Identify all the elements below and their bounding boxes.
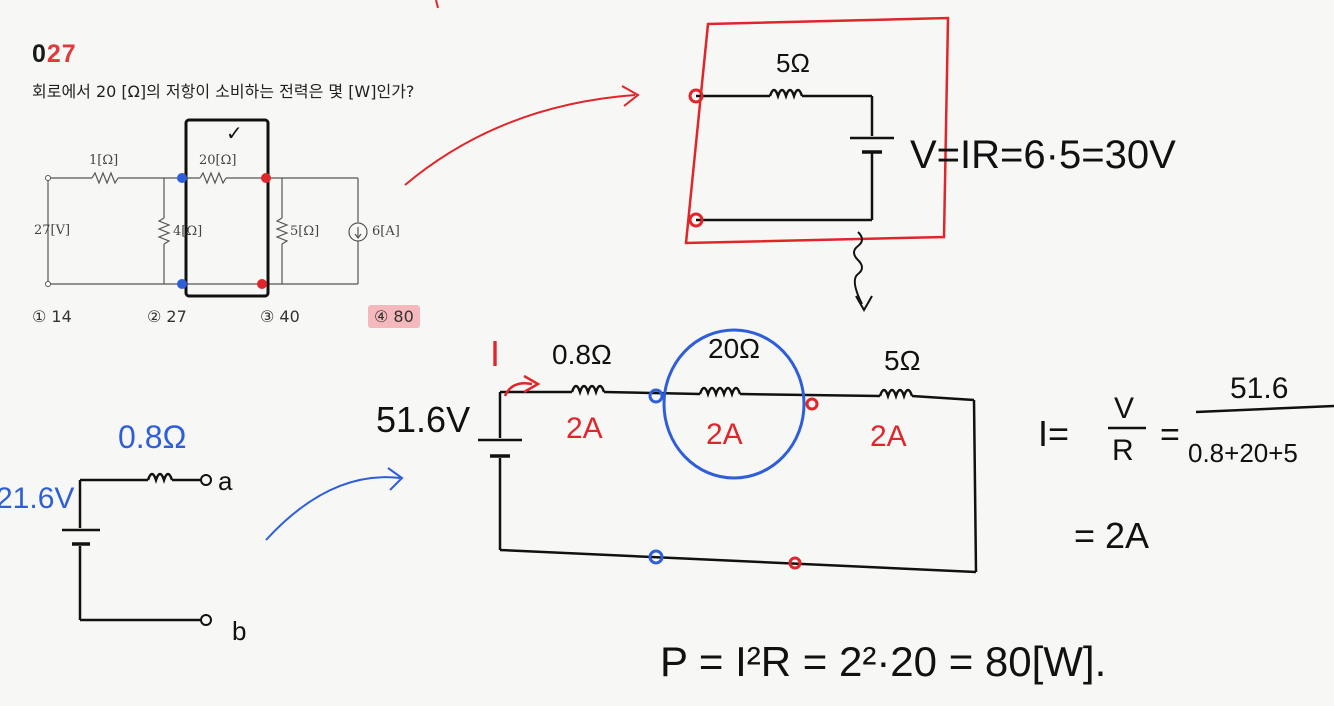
choice-3[interactable]: ③ 40 <box>260 307 300 326</box>
terminal-b-node <box>200 614 212 626</box>
red-arrow <box>404 94 636 186</box>
label-r1: 1[Ω] <box>89 153 118 168</box>
series-voltage-label: 51.6V <box>376 399 470 440</box>
choice-1[interactable]: ① 14 <box>32 307 72 326</box>
series-red-node <box>805 397 819 411</box>
label-r5: 5[Ω] <box>290 224 319 239</box>
series-blue-node <box>648 549 664 565</box>
label-r20: 20[Ω] <box>199 153 236 168</box>
question-text: 회로에서 20 [Ω]의 저항이 소비하는 전력은 몇 [W]인가? <box>32 82 415 101</box>
label-v: 27[V] <box>34 223 70 238</box>
choice-4-highlighted[interactable]: ④ 80 <box>368 305 420 328</box>
terminal-a-label: a <box>218 466 233 496</box>
blue-circle-highlight <box>662 328 806 480</box>
series-r2-label: 20Ω <box>708 333 760 364</box>
current-result: = 2A <box>1074 515 1149 556</box>
current-lhs: I= <box>1038 413 1069 454</box>
series-r3-label: 5Ω <box>884 345 921 376</box>
current-r3-label: 2A <box>870 420 907 453</box>
label-i: 6[A] <box>372 224 400 239</box>
series-current-label: I <box>490 333 500 374</box>
current-arrow-head <box>523 374 541 394</box>
thevenin-voltage: 21.6V <box>0 482 74 515</box>
red-node <box>257 279 267 289</box>
current-equals: = <box>1160 416 1180 454</box>
down-arrow-head <box>855 295 873 313</box>
red-stroke <box>435 0 439 9</box>
current-calculation: I= V R = 51.6 0.8+20+5 = 2A <box>1038 372 1334 556</box>
thevenin-resistance: 0.8Ω <box>118 419 186 455</box>
blue-node <box>177 173 187 183</box>
box-resistor-label: 5Ω <box>776 48 810 78</box>
terminal-node <box>45 281 51 287</box>
fraction-r: R <box>1112 434 1134 467</box>
red-terminal <box>688 212 704 228</box>
blue-arrow-head <box>387 467 404 491</box>
terminal-b-label: b <box>232 616 246 646</box>
check-mark: ✓ <box>226 123 243 145</box>
fraction-bar-main <box>1195 404 1334 414</box>
down-squiggle-arrow <box>853 231 863 305</box>
red-terminal <box>688 88 704 104</box>
fraction-denominator: 0.8+20+5 <box>1188 438 1298 468</box>
fraction-numerator: 51.6 <box>1230 372 1288 405</box>
series-circuit <box>478 384 978 574</box>
series-blue-node <box>648 388 664 404</box>
blue-node <box>177 279 187 289</box>
red-node <box>261 173 271 183</box>
blue-arrow <box>265 476 401 541</box>
series-r1-label: 0.8Ω <box>552 339 612 370</box>
box-formula: V=IR=6·5=30V <box>910 133 1176 177</box>
thevenin-circuit <box>62 472 200 622</box>
red-box-circuit <box>684 16 950 245</box>
choice-2[interactable]: ② 27 <box>147 307 187 326</box>
current-r1-label: 2A <box>566 412 603 445</box>
power-formula: P = I²R = 2²·20 = 80[W]. <box>660 638 1106 685</box>
red-arrow-head <box>621 85 640 107</box>
fraction-v: V <box>1114 392 1134 425</box>
terminal-node <box>45 175 51 181</box>
series-red-node <box>788 556 802 570</box>
question-number: 027 <box>32 40 77 68</box>
current-arrow <box>503 382 533 397</box>
current-r2-label: 2A <box>706 418 743 451</box>
label-r4: 4[Ω] <box>173 224 202 239</box>
original-marked-box <box>184 118 270 298</box>
terminal-a-node <box>200 474 212 486</box>
